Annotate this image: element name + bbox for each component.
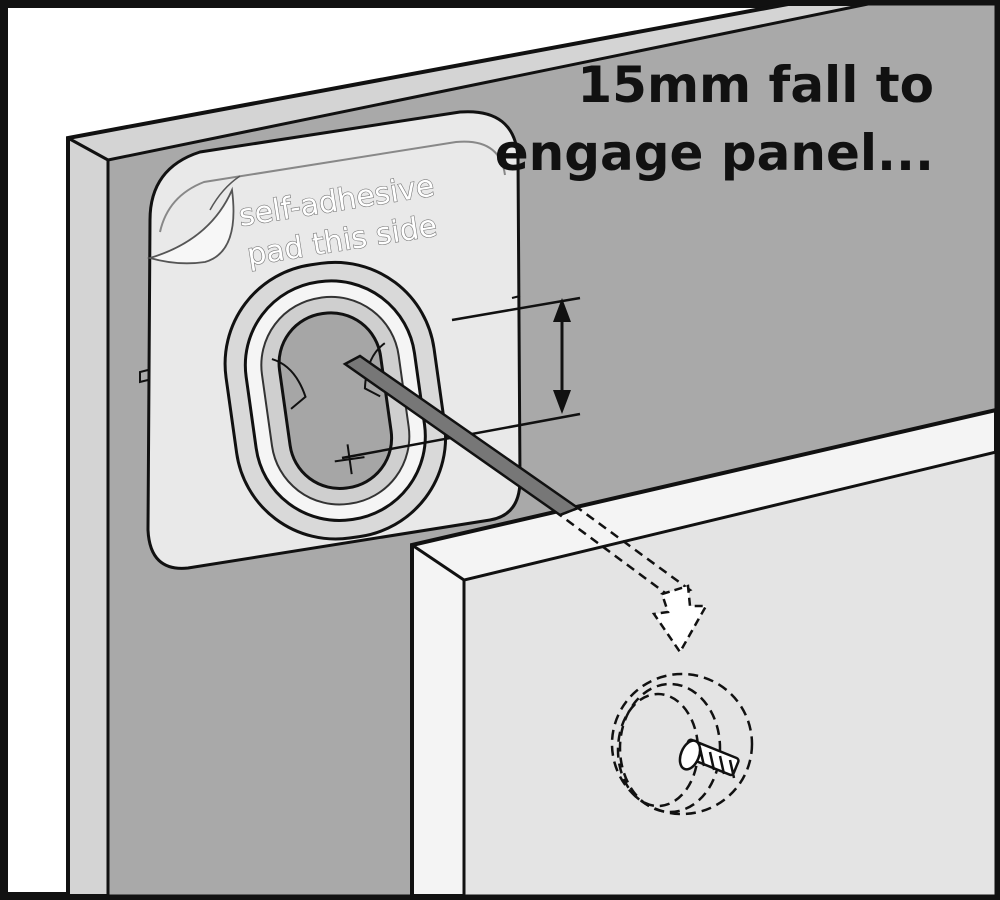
projection-bar-dashed (557, 506, 693, 600)
caption-line1: 15mm fall to (577, 56, 934, 114)
pad-notch-right (511, 295, 521, 299)
front-panel (410, 407, 998, 898)
caption-line2: engage panel... (495, 124, 934, 182)
fall-arrow-icon (651, 584, 709, 655)
peel-corner (146, 186, 235, 265)
cam-disc-rim (618, 682, 722, 814)
screw-icon (678, 738, 740, 779)
wall-panel-corner (67, 136, 109, 162)
front-panel-face (462, 450, 998, 898)
cam-fixing (610, 672, 754, 816)
caption: 15mm fall to engage panel... (495, 56, 934, 182)
dimension-line-top (451, 296, 581, 322)
dimension-arrowhead-down (553, 390, 571, 414)
projection-bar (342, 354, 693, 600)
pad-inner-edge (159, 140, 506, 233)
dimension-arrowhead-up (553, 298, 571, 322)
pad-notch-left (139, 369, 149, 384)
cam-disc-outer (610, 672, 754, 816)
front-panel-corner (411, 543, 465, 582)
center-mark-v (346, 444, 353, 475)
